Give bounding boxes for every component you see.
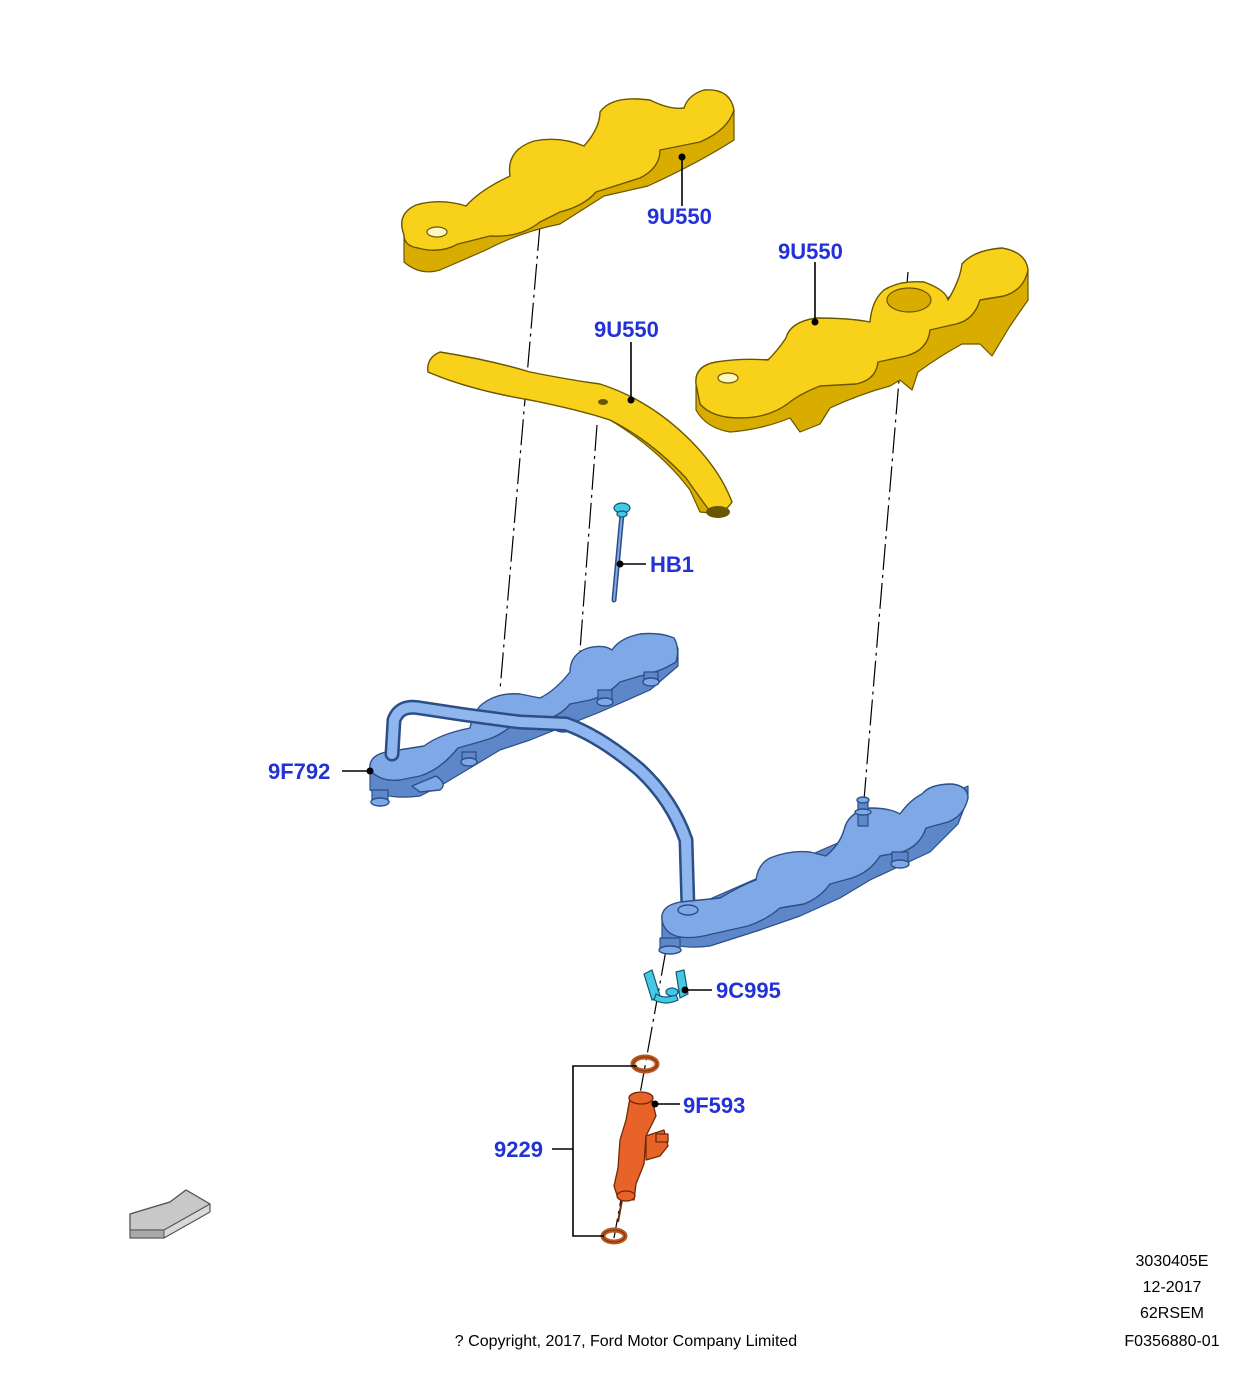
info-figure-id: F0356880-01 [1124, 1333, 1219, 1350]
injector-clip [643, 969, 689, 1004]
callout-9f593: 9F593 [683, 1093, 745, 1118]
callout-9f792: 9F792 [268, 759, 330, 784]
callout-9u550-upper-left: 9U550 [647, 204, 712, 229]
engine-cover-center [427, 351, 733, 518]
info-ref-number: 3030405E [1136, 1253, 1209, 1270]
copyright-notice: ? Copyright, 2017, Ford Motor Company Li… [455, 1333, 797, 1350]
bolt [611, 502, 631, 603]
info-code: 62RSEM [1140, 1305, 1204, 1322]
rail-mounting-pegs-left [370, 671, 660, 807]
callout-9c995: 9C995 [716, 978, 781, 1003]
callout-9u550-right: 9U550 [778, 239, 843, 264]
engine-cover-upper-left [401, 89, 735, 273]
engine-cover-right [695, 247, 1029, 433]
rail-mounting-pegs-right [658, 796, 910, 955]
callout-hb1: HB1 [650, 552, 694, 577]
callout-9229: 9229 [494, 1137, 543, 1162]
leader-lines [342, 153, 819, 1237]
info-date: 12-2017 [1143, 1279, 1202, 1296]
callout-9u550-center: 9U550 [594, 317, 659, 342]
front-direction-arrow-icon [129, 1189, 211, 1239]
fuel-injector [613, 1091, 669, 1223]
fuel-rail [369, 632, 969, 955]
